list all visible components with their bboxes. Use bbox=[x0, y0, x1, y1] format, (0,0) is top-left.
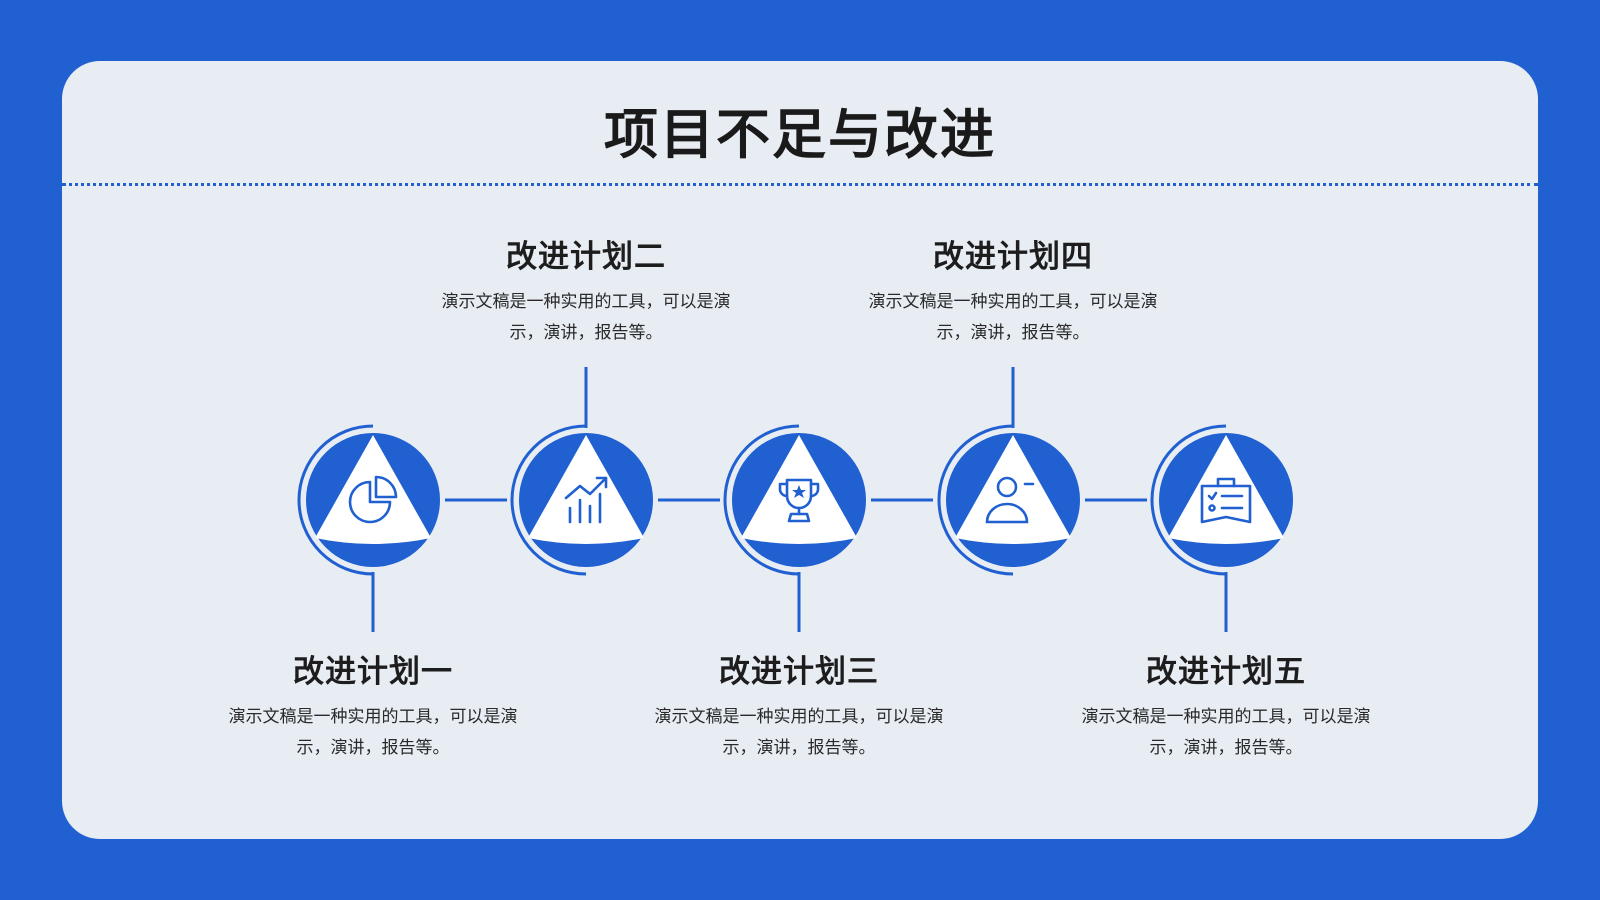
plan-2-heading: 改进计划二 bbox=[506, 239, 666, 275]
plan-5-heading: 改进计划五 bbox=[1146, 654, 1306, 690]
plan-5-description: 演示文稿是一种实用的工具，可以是演示，演讲，报告等。 bbox=[1081, 707, 1371, 758]
plan-2: 改进计划二 演示文稿是一种实用的工具，可以是演示，演讲，报告等。 bbox=[406, 235, 766, 349]
plan-5: 改进计划五 演示文稿是一种实用的工具，可以是演示，演讲，报告等。 bbox=[1046, 650, 1406, 764]
plan-1-description: 演示文稿是一种实用的工具，可以是演示，演讲，报告等。 bbox=[228, 707, 518, 758]
title-divider bbox=[62, 183, 1538, 186]
pie-chart-icon bbox=[348, 475, 398, 524]
clipboard-checklist-icon bbox=[1200, 477, 1252, 524]
plan-3: 改进计划三 演示文稿是一种实用的工具，可以是演示，演讲，报告等。 bbox=[619, 650, 979, 764]
user-remove-icon bbox=[985, 476, 1035, 524]
node-5 bbox=[1150, 424, 1293, 576]
node-4 bbox=[937, 424, 1080, 576]
plan-4-description: 演示文稿是一种实用的工具，可以是演示，演讲，报告等。 bbox=[868, 292, 1158, 343]
page-title: 项目不足与改进 bbox=[604, 103, 996, 166]
node-2 bbox=[510, 424, 653, 576]
plan-4: 改进计划四 演示文稿是一种实用的工具，可以是演示，演讲，报告等。 bbox=[833, 235, 1193, 349]
node-1 bbox=[297, 424, 440, 576]
plan-1: 改进计划一 演示文稿是一种实用的工具，可以是演示，演讲，报告等。 bbox=[193, 650, 553, 764]
plan-3-heading: 改进计划三 bbox=[719, 654, 879, 690]
plan-1-heading: 改进计划一 bbox=[293, 654, 453, 690]
plan-3-description: 演示文稿是一种实用的工具，可以是演示，演讲，报告等。 bbox=[654, 707, 944, 758]
plan-4-heading: 改进计划四 bbox=[933, 239, 1093, 275]
trophy-icon bbox=[778, 478, 820, 523]
plan-2-description: 演示文稿是一种实用的工具，可以是演示，演讲，报告等。 bbox=[441, 292, 731, 343]
node-3 bbox=[723, 424, 866, 576]
growth-chart-icon bbox=[564, 476, 608, 524]
